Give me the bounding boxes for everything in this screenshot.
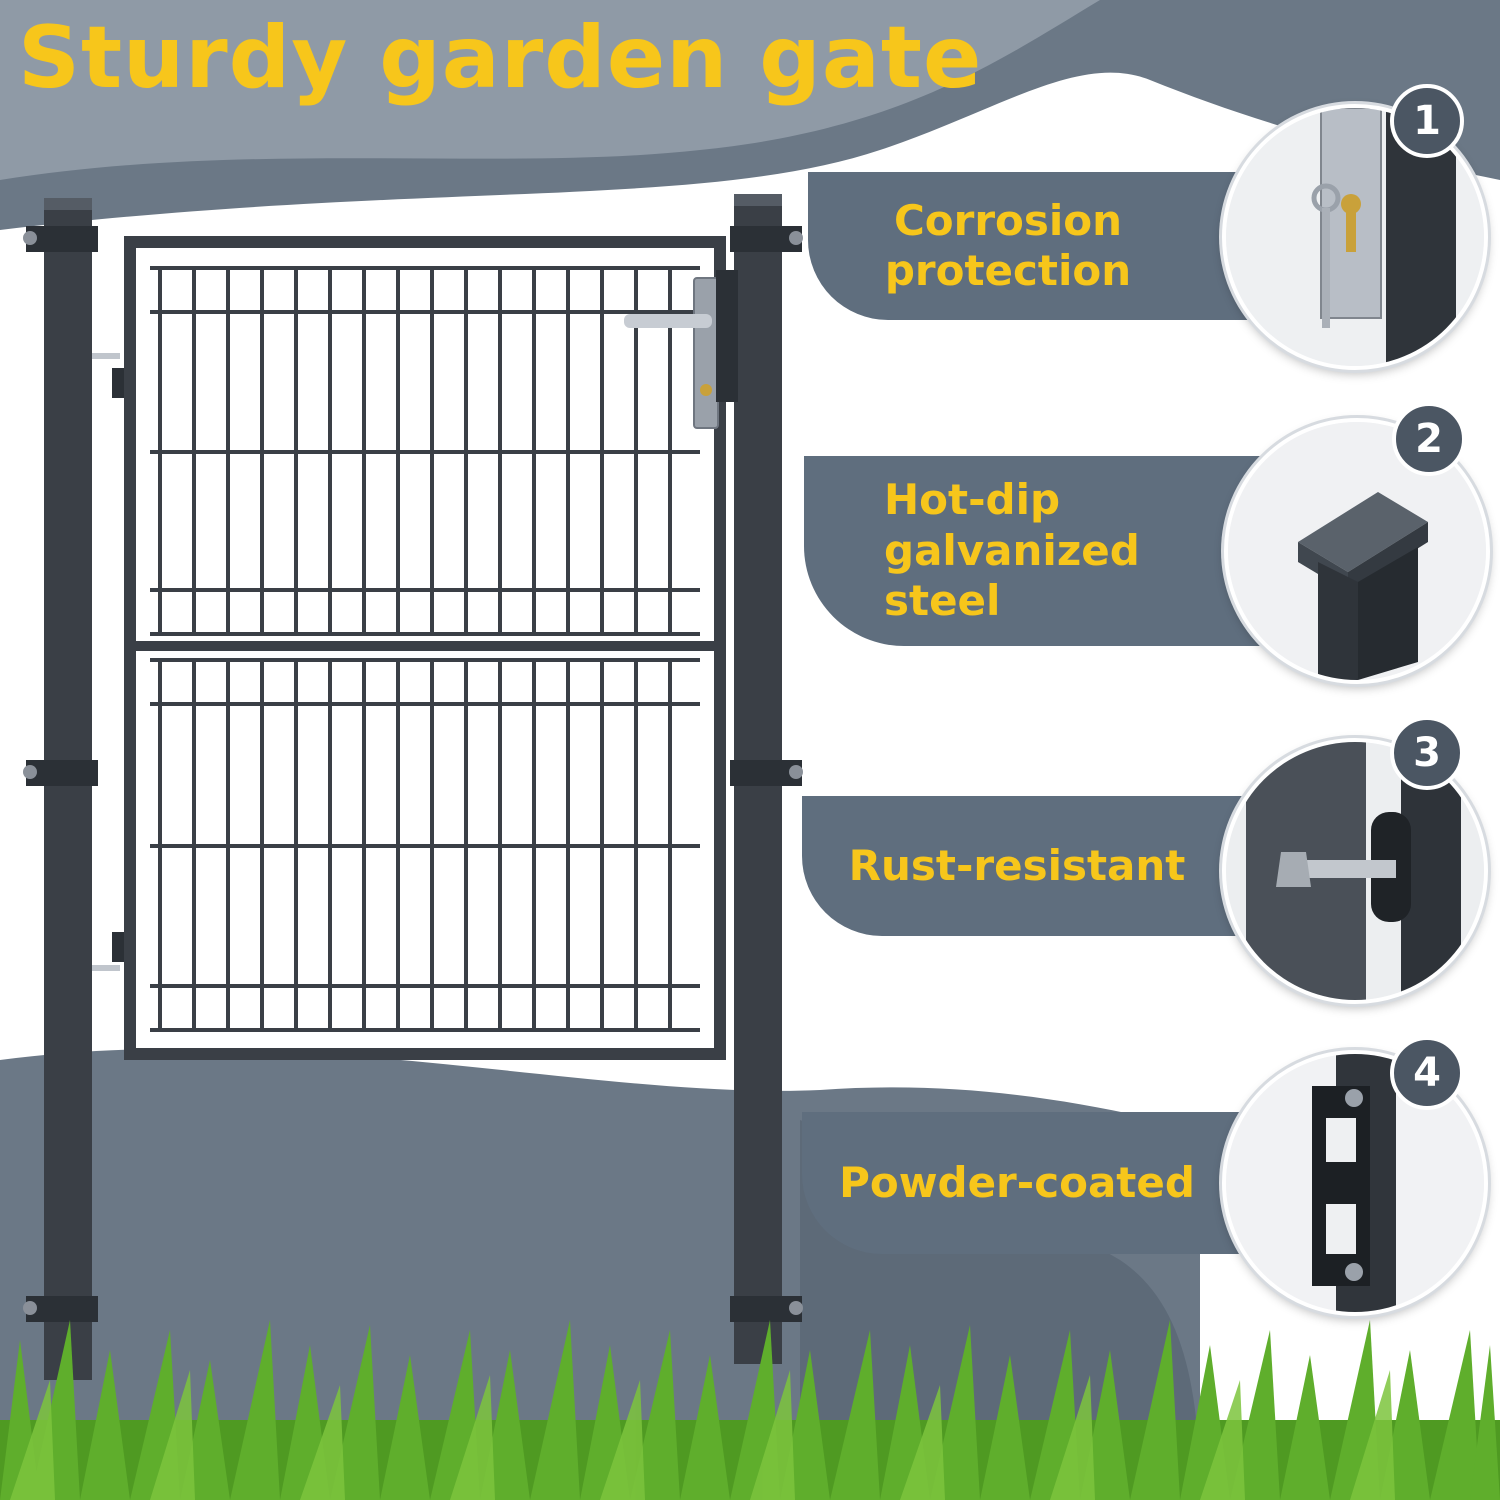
feature-number-1: 1 <box>1390 84 1464 158</box>
feature-number-2: 2 <box>1392 402 1466 476</box>
keyhole <box>700 384 712 396</box>
lock-with-keys-icon <box>1226 108 1484 366</box>
feature-label-1: Corrosion protection <box>884 195 1132 295</box>
left-post <box>44 198 92 1380</box>
gate-hinge-photo <box>1222 738 1488 1004</box>
lock-with-keys-photo <box>1222 104 1488 370</box>
feature-label-2: Hot-dip galvanized steel <box>884 475 1140 626</box>
feature-label-4: Powder-coated <box>839 1157 1195 1207</box>
page-title: Sturdy garden gate <box>18 8 983 108</box>
feature-number-3: 3 <box>1390 716 1464 790</box>
feature-label-3: Rust-resistant <box>848 840 1186 890</box>
feature-number-4: 4 <box>1390 1036 1464 1110</box>
door-handle <box>624 314 712 328</box>
garden-gate-image <box>23 194 803 1380</box>
